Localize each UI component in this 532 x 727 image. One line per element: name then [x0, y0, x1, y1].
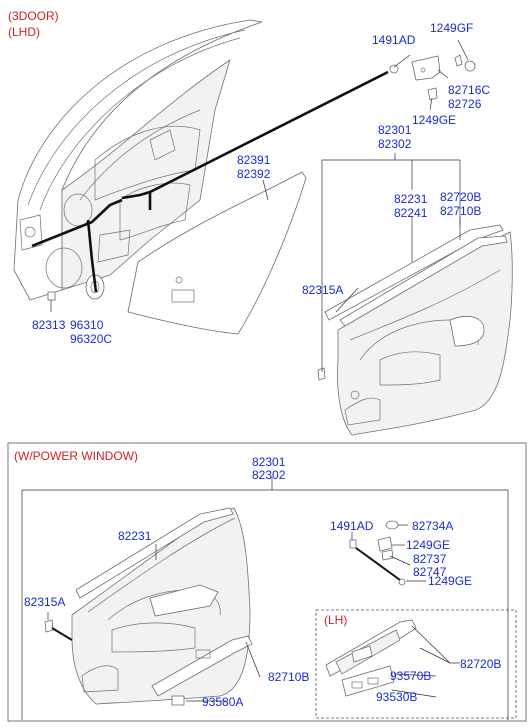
door-trim-assembly-bottom	[44, 507, 253, 706]
part-82301-top: 82301	[378, 123, 412, 137]
part-1249GF: 1249GF	[430, 21, 473, 35]
leader-lines-lower	[47, 524, 460, 702]
part-1491AD-top: 1491AD	[372, 33, 416, 47]
part-82392: 82392	[237, 167, 271, 181]
power-window-section	[7, 442, 527, 722]
part-82302-bottom: 82302	[252, 468, 286, 482]
part-1249GE-top: 1249GE	[412, 113, 456, 127]
bracket-hardware-top	[389, 54, 476, 101]
header-power-window: (W/POWER WINDOW)	[14, 449, 138, 463]
door-sealing-sheet	[127, 171, 307, 335]
part-82313: 82313	[32, 318, 66, 332]
part-82726: 82726	[448, 97, 482, 111]
part-93530B: 93530B	[376, 690, 417, 704]
part-82231-bottom: 82231	[118, 529, 152, 543]
part-82241: 82241	[394, 206, 428, 220]
wiring-harness	[31, 70, 389, 293]
part-93570B: 93570B	[390, 669, 431, 683]
part-96310: 96310	[70, 318, 104, 332]
lh-switch-inset	[315, 609, 517, 719]
part-82710B-bottom: 82710B	[268, 670, 309, 684]
labels: (3DOOR) (LHD) 1491AD 1249GF 82716C 82726…	[8, 9, 501, 709]
part-82315A-bottom: 82315A	[24, 595, 65, 609]
door-trim-assembly-top	[317, 224, 513, 436]
part-1249GE-mid: 1249GE	[406, 538, 450, 552]
part-82716C: 82716C	[448, 83, 490, 97]
leader-lines-upper	[262, 39, 469, 372]
part-1249GE-bottom: 1249GE	[428, 574, 472, 588]
part-82302-top: 82302	[378, 137, 412, 151]
part-96320C: 96320C	[70, 332, 112, 346]
part-82720B-top: 82720B	[440, 190, 481, 204]
part-82315A-top: 82315A	[302, 283, 343, 297]
part-82301-bottom: 82301	[252, 455, 286, 469]
part-93580A: 93580A	[202, 695, 243, 709]
header-side: (LHD)	[8, 25, 40, 39]
regulator-hardware	[349, 520, 406, 586]
part-82720B-bottom: 82720B	[460, 657, 501, 671]
header-door-type: (3DOOR)	[8, 9, 59, 23]
door-inner-panel	[13, 19, 263, 301]
part-82391: 82391	[237, 153, 271, 167]
part-82734A: 82734A	[412, 519, 453, 533]
part-82231-top: 82231	[394, 192, 428, 206]
part-1491AD-bottom: 1491AD	[330, 519, 374, 533]
trim-clip-82313	[47, 291, 56, 312]
header-lh: (LH)	[324, 613, 347, 627]
part-82737: 82737	[413, 552, 447, 566]
part-82710B-top: 82710B	[440, 204, 481, 218]
part-82747: 82747	[413, 565, 447, 579]
